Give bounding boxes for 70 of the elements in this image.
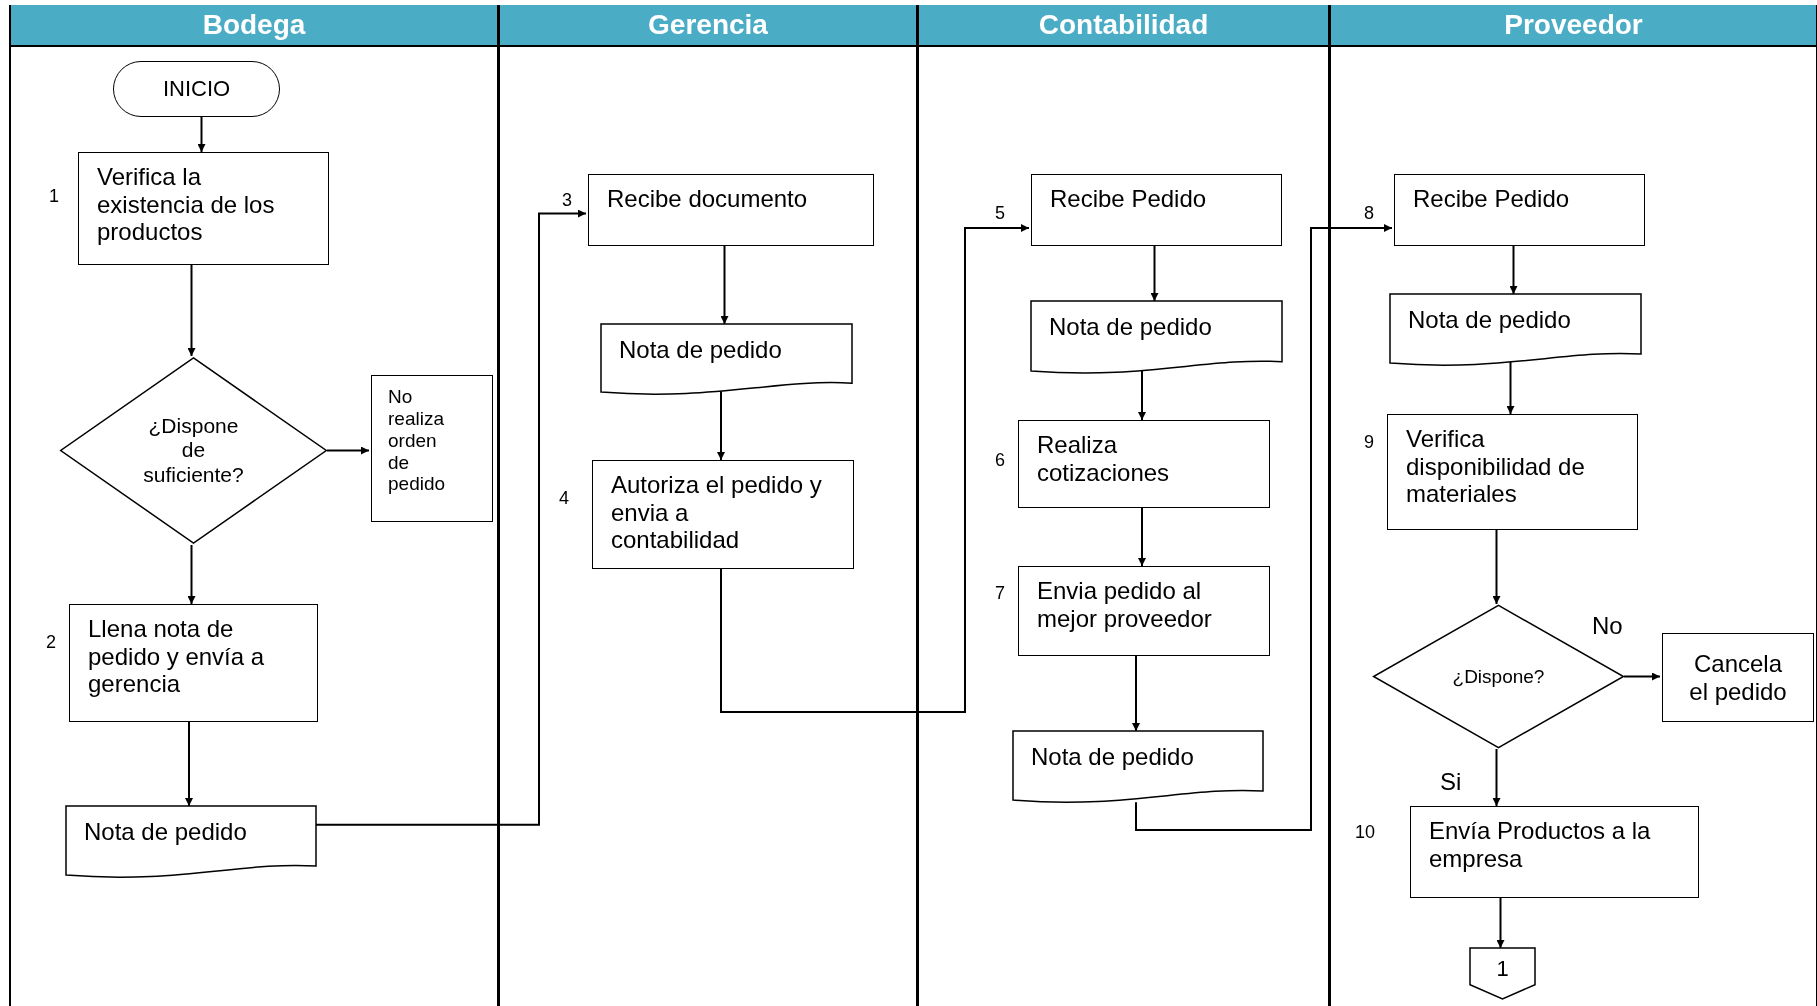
node-text: No realiza orden de pedido [388, 386, 447, 496]
node-text: Nota de pedido [619, 336, 782, 364]
process-box [1018, 566, 1270, 656]
node-text: Envía Productos a la empresa [1429, 817, 1652, 873]
node-text: Nota de pedido [1408, 306, 1571, 334]
lane-header: Gerencia [500, 5, 916, 47]
swimlane [1329, 5, 1817, 1006]
process-box [1662, 633, 1814, 722]
process-box [1410, 806, 1699, 898]
node-text: Verifica disponibilidad de materiales [1406, 425, 1586, 508]
node-text: Nota de pedido [1049, 313, 1212, 341]
node-text: Envia pedido al mejor proveedor [1037, 577, 1213, 633]
node-text: Nota de pedido [84, 818, 247, 846]
swimlane [498, 5, 917, 1006]
arrow [1509, 245, 1518, 295]
swimlane [9, 5, 498, 1006]
node-text: Recibe documento [607, 185, 808, 213]
node-text: Recibe Pedido [1413, 185, 1570, 213]
arrow [1492, 529, 1501, 605]
step-number: 7 [995, 583, 1005, 604]
node-text: Nota de pedido [1031, 743, 1194, 771]
arrow [1506, 360, 1515, 415]
arrow [185, 721, 193, 807]
step-number: 10 [1355, 822, 1376, 843]
arrow [187, 544, 196, 605]
node-text: Recibe Pedido [1050, 185, 1207, 213]
node-text: ¿Dispone? [1452, 665, 1545, 688]
step-number: 6 [995, 450, 1005, 471]
arrow [717, 389, 725, 461]
step-number: 1 [49, 186, 59, 207]
arrow [1496, 897, 1505, 949]
process-box [592, 460, 854, 569]
arrow [1138, 507, 1146, 567]
process-box [1018, 420, 1270, 508]
step-number: 3 [562, 190, 572, 211]
step-number: 5 [995, 203, 1005, 224]
process-box [588, 174, 874, 246]
node-text: 1 [1496, 955, 1509, 982]
node-text: Autoriza el pedido y envia a contabilidad [611, 471, 823, 554]
lane-header: Proveedor [1331, 5, 1816, 47]
process-box [371, 375, 493, 522]
node-text: INICIO [162, 76, 231, 102]
process-box [1387, 414, 1638, 530]
arrow [720, 224, 1030, 713]
arrow [187, 264, 196, 357]
arrow [326, 446, 370, 455]
arrow [197, 116, 206, 153]
arrow [1132, 655, 1140, 732]
swimlane [917, 5, 1329, 1006]
lane-header: Bodega [11, 5, 497, 47]
arrow [1492, 748, 1501, 807]
process-box [1031, 174, 1282, 246]
process-box [78, 152, 329, 265]
step-number: 9 [1364, 432, 1374, 453]
node-text: Verifica la existencia de los productos [97, 163, 276, 246]
process-box [1394, 174, 1645, 246]
arrow [720, 245, 729, 325]
step-number: 8 [1364, 203, 1374, 224]
arrow [1150, 245, 1159, 302]
arrow [1623, 672, 1661, 681]
node-text: Realiza cotizaciones [1037, 431, 1171, 487]
node-text: Cancela el pedido [1688, 649, 1788, 706]
start-terminator [113, 61, 280, 117]
arrow [1135, 224, 1393, 831]
process-box [69, 604, 318, 722]
step-number: 4 [559, 488, 569, 509]
lane-header: Contabilidad [919, 5, 1328, 47]
node-text: Llena nota de pedido y envía a gerencia [88, 615, 266, 698]
step-number: 2 [46, 632, 56, 653]
node-text: ¿Dispone de suficiente? [142, 414, 245, 487]
